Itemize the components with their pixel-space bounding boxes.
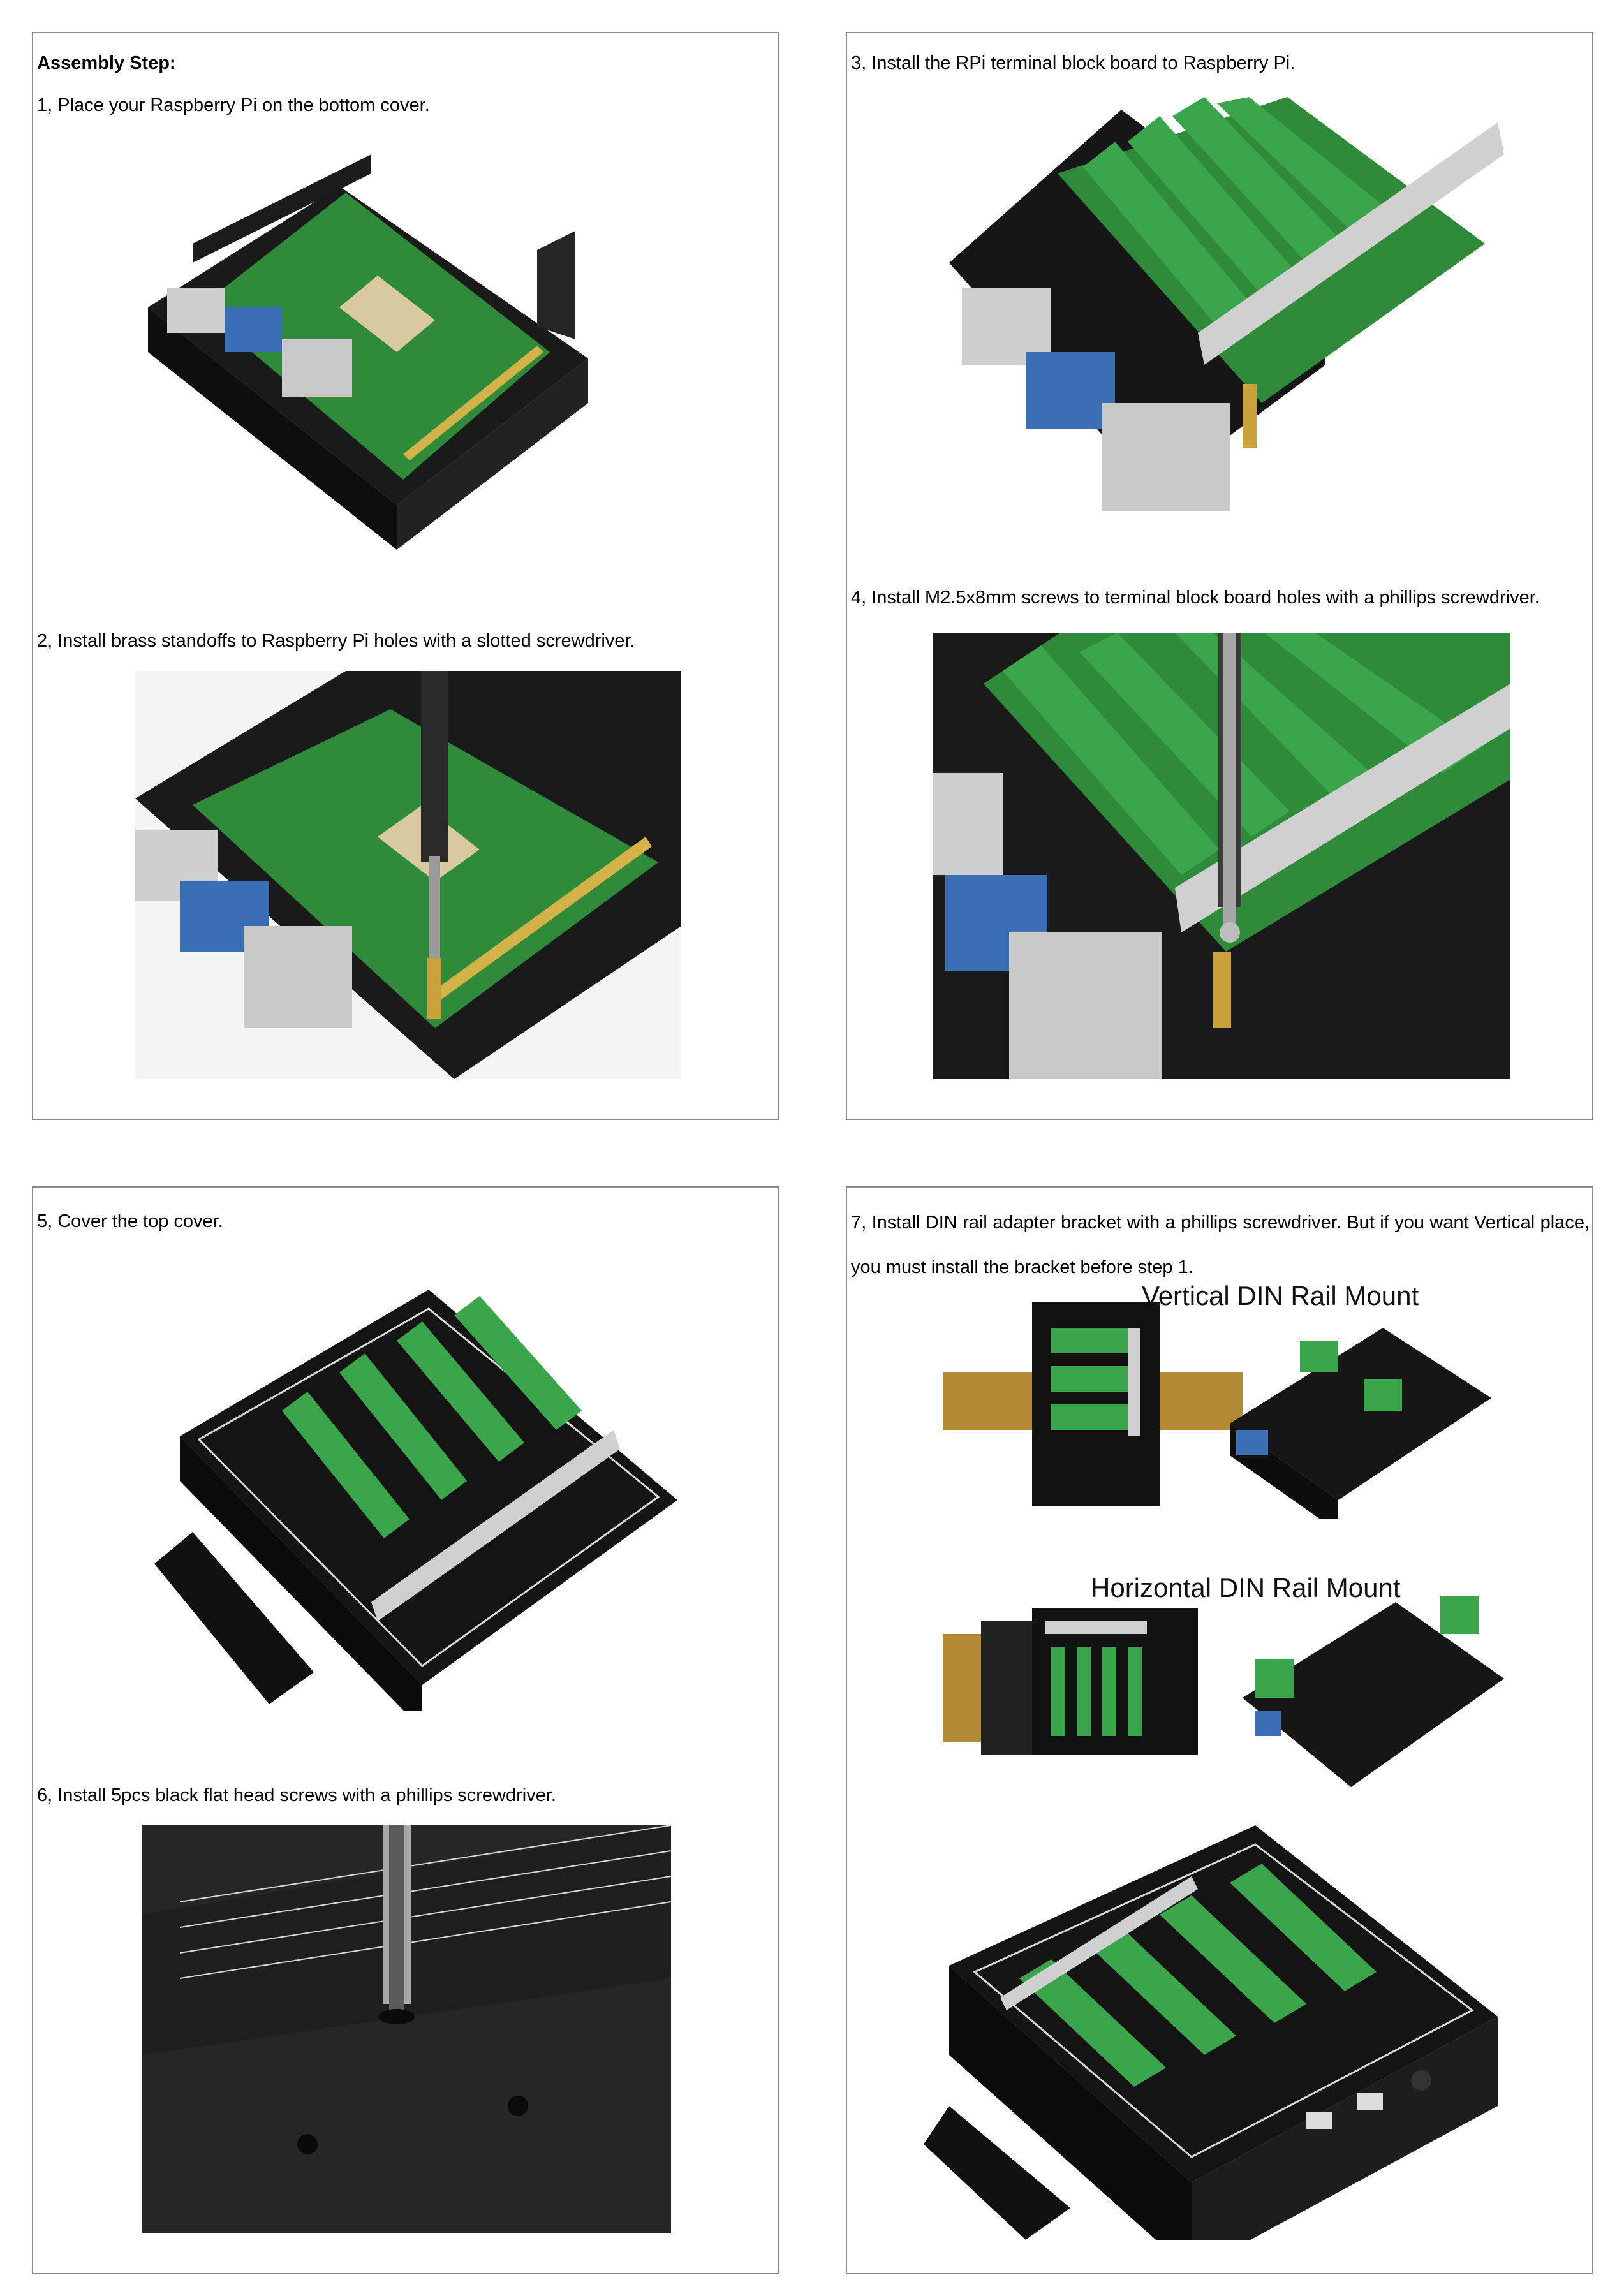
vertical-din-photo: [943, 1290, 1504, 1519]
final-assembly-photo: [924, 1825, 1523, 2240]
step-6-photo: [142, 1825, 671, 2233]
step-4-text: 4, Install M2.5x8mm screws to terminal b…: [851, 587, 1540, 608]
panel-steps-3-4: 3, Install the RPi terminal block board …: [846, 32, 1593, 1120]
step-7-text: 7, Install DIN rail adapter bracket with…: [851, 1212, 1590, 1277]
step-5-photo: [154, 1290, 703, 1711]
step-5-text: 5, Cover the top cover.: [37, 1211, 223, 1232]
panel-steps-1-2: Assembly Step: 1, Place your Raspberry P…: [32, 32, 779, 1120]
step-6-text: 6, Install 5pcs black flat head screws w…: [37, 1785, 556, 1806]
step-3-text: 3, Install the RPi terminal block board …: [851, 53, 1296, 73]
horizontal-din-label: Horizontal DIN Rail Mount: [1091, 1573, 1401, 1603]
step-2-text: 2, Install brass standoffs to Raspberry …: [37, 631, 635, 651]
panel-step-7: 7, Install DIN rail adapter bracket with…: [846, 1186, 1593, 2274]
assembly-heading: Assembly Step:: [37, 53, 176, 73]
step-4-photo: [933, 633, 1510, 1079]
panel-steps-5-6: 5, Cover the top cover. 6, Install 5pcs …: [32, 1186, 779, 2274]
step-1-text: 1, Place your Raspberry Pi on the bottom…: [37, 95, 430, 115]
step-1-photo: [129, 148, 690, 588]
horizontal-din-photo: [943, 1583, 1504, 1793]
step-3-photo: [943, 97, 1504, 531]
vertical-din-label: Vertical DIN Rail Mount: [1142, 1281, 1419, 1311]
step-2-photo: [135, 671, 681, 1079]
